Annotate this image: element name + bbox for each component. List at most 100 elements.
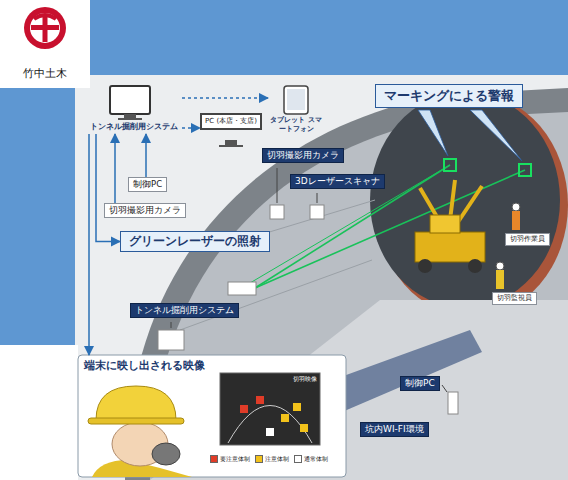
device-label: トンネル掘削用システム — [130, 303, 239, 318]
laser-beam — [255, 170, 525, 288]
legend-swatch — [255, 455, 263, 463]
legend-item: 要注意体制 — [210, 455, 250, 463]
worker-body — [496, 270, 504, 289]
face-outline — [228, 406, 312, 444]
wheel — [468, 259, 482, 273]
monitor-screen — [110, 86, 150, 114]
node-text: PC (本店・支店) — [204, 117, 258, 126]
laser-device — [228, 282, 256, 295]
connector — [182, 127, 200, 129]
connector — [145, 134, 147, 177]
legend-item: 通常体制 — [294, 455, 328, 463]
worker-figure — [496, 262, 504, 289]
pc-stand — [225, 140, 237, 145]
leader-line — [171, 322, 172, 328]
logo-circle — [24, 7, 66, 49]
node-text: 3Dレーザースキャナ — [295, 176, 380, 187]
connector — [96, 134, 120, 242]
legend-text: 要注意体制 — [220, 455, 250, 463]
device-label: 切羽撮影用カメラ — [104, 203, 186, 218]
leader-line — [277, 168, 278, 203]
device-label: 切羽撮影用カメラ — [262, 148, 344, 163]
worker-head — [512, 203, 520, 211]
node-text: グリーンレーザーの照射 — [129, 234, 261, 249]
leader-line — [317, 193, 318, 203]
wheel — [418, 259, 432, 273]
pc-base — [219, 145, 243, 147]
connector — [88, 134, 90, 355]
jumbo-body — [415, 232, 485, 262]
system-monitor: トンネル掘削用システム — [86, 84, 182, 134]
legend-item: 注意体制 — [255, 455, 289, 463]
terminal-panel — [78, 355, 346, 477]
legend-swatch — [210, 455, 218, 463]
node-text: 制御PC — [405, 378, 435, 389]
legend-text: 通常体制 — [304, 455, 328, 463]
monitor-stand — [124, 114, 136, 118]
corner-ground — [0, 345, 78, 480]
drill-jumbo — [415, 180, 485, 273]
worker-head — [496, 262, 504, 270]
legend-text: 注意体制 — [265, 455, 289, 463]
caution-square — [300, 424, 308, 432]
system-device — [158, 330, 184, 350]
node-text: 制御PC — [133, 179, 162, 190]
legend-swatch — [294, 455, 302, 463]
helmet — [96, 386, 176, 420]
worker-label: 切羽作業員 — [505, 233, 550, 246]
callout-tail — [470, 110, 522, 161]
node-text: マーキングによる警報 — [384, 88, 514, 104]
wall-line — [180, 260, 372, 330]
tunnel-face — [370, 92, 560, 308]
legend: 要注意体制 注意体制 通常体制 — [210, 455, 328, 463]
logo-arc — [34, 15, 56, 19]
screen-node: 切羽映像 — [220, 373, 320, 445]
device-label: 制御PC — [400, 376, 440, 391]
node-text: タブレット スマートフォン — [270, 116, 322, 134]
logo-inner — [30, 13, 60, 43]
control-pc-device — [448, 392, 458, 414]
terminal-screen — [220, 373, 320, 445]
marking-square — [444, 159, 456, 171]
node-text: 切羽映像 — [223, 375, 317, 383]
node-text: 端末に映し出される映像 — [84, 359, 340, 373]
tablet-screen — [287, 89, 305, 110]
logo-text: 竹中土木 — [23, 66, 67, 81]
node-text: トンネル掘削用システム — [90, 122, 178, 132]
node-text: 切羽撮影用カメラ — [267, 150, 339, 161]
laser-beam — [250, 165, 450, 283]
worker-label: 切羽監視員 — [492, 292, 537, 305]
camera-device — [270, 205, 284, 219]
worker-head-illustration — [88, 386, 192, 477]
tablet-icon — [284, 86, 308, 114]
boom — [450, 180, 455, 220]
device-label: 坑内WI-FI環境 — [360, 422, 429, 437]
worker-figure — [512, 203, 520, 230]
node-text: 切羽作業員 — [510, 235, 545, 244]
terminal-panel-node: 端末に映し出される映像切羽映像要注意体制 注意体制 通常体制 — [78, 355, 346, 477]
jumbo-cab — [430, 215, 460, 233]
leader-line — [442, 385, 447, 392]
scanner-device — [310, 205, 324, 219]
alert-square — [240, 405, 248, 413]
worker-body — [512, 211, 520, 230]
tablet-body — [284, 86, 308, 114]
connector — [182, 97, 268, 99]
node-text: トンネル掘削用システム — [135, 305, 234, 316]
tablet-node: タブレット スマートフォン — [268, 84, 324, 136]
illustration-ground — [75, 75, 568, 480]
node-text: 坑内WI-FI環境 — [365, 424, 424, 435]
monitor-base — [118, 118, 142, 120]
callout-box: マーキングによる警報 — [375, 84, 523, 108]
helmet-brim — [88, 418, 184, 424]
normal-square — [266, 428, 274, 436]
alert-square — [256, 396, 264, 404]
logo-mark — [24, 7, 66, 49]
pc-node: PC (本店・支店) — [200, 113, 262, 130]
device-label: 3Dレーザースキャナ — [290, 174, 385, 189]
laser-beam — [255, 165, 450, 288]
caution-square — [281, 414, 289, 422]
logo-bar — [43, 14, 48, 42]
